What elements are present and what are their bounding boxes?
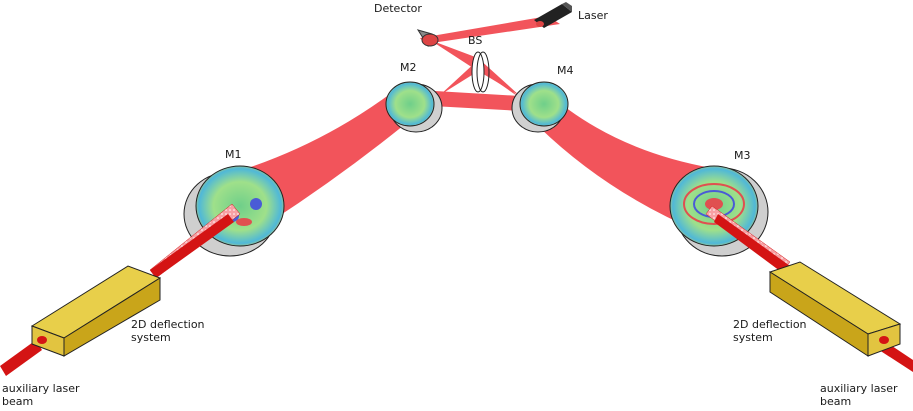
deflection-box-right [768, 261, 902, 357]
deflection-right-line1: 2D deflection [733, 318, 807, 331]
beam-m1-m2 [248, 88, 420, 222]
detector-icon [416, 29, 439, 48]
aux-right-line2: beam [820, 395, 851, 408]
deflection-left-line2: system [131, 331, 171, 344]
detector-label: Detector [374, 2, 422, 15]
m1-label: M1 [225, 148, 242, 161]
laser-label: Laser [578, 9, 608, 22]
beam-cross-a [418, 90, 540, 112]
deflection-left-line1: 2D deflection [131, 318, 205, 331]
main-beam [248, 16, 712, 232]
aux-left-line2: beam [2, 395, 33, 408]
deflection-right-line2: system [733, 331, 773, 344]
beam-splitter [471, 51, 490, 93]
m3-label: M3 [734, 149, 751, 162]
deflection-box-left [30, 265, 162, 357]
beam-cross-b [420, 16, 560, 44]
mirror-m4 [511, 81, 569, 133]
m2-label: M2 [400, 61, 417, 74]
bs-label: BS [468, 34, 482, 47]
m4-label: M4 [557, 64, 574, 77]
aux-left-line1: auxiliary laser [2, 382, 80, 395]
mirror-m2 [385, 81, 443, 133]
aux-right-line1: auxiliary laser [820, 382, 898, 395]
beam-m4-m3 [528, 88, 712, 232]
aux-beam-left [0, 203, 241, 376]
laser-source-icon [534, 2, 572, 28]
